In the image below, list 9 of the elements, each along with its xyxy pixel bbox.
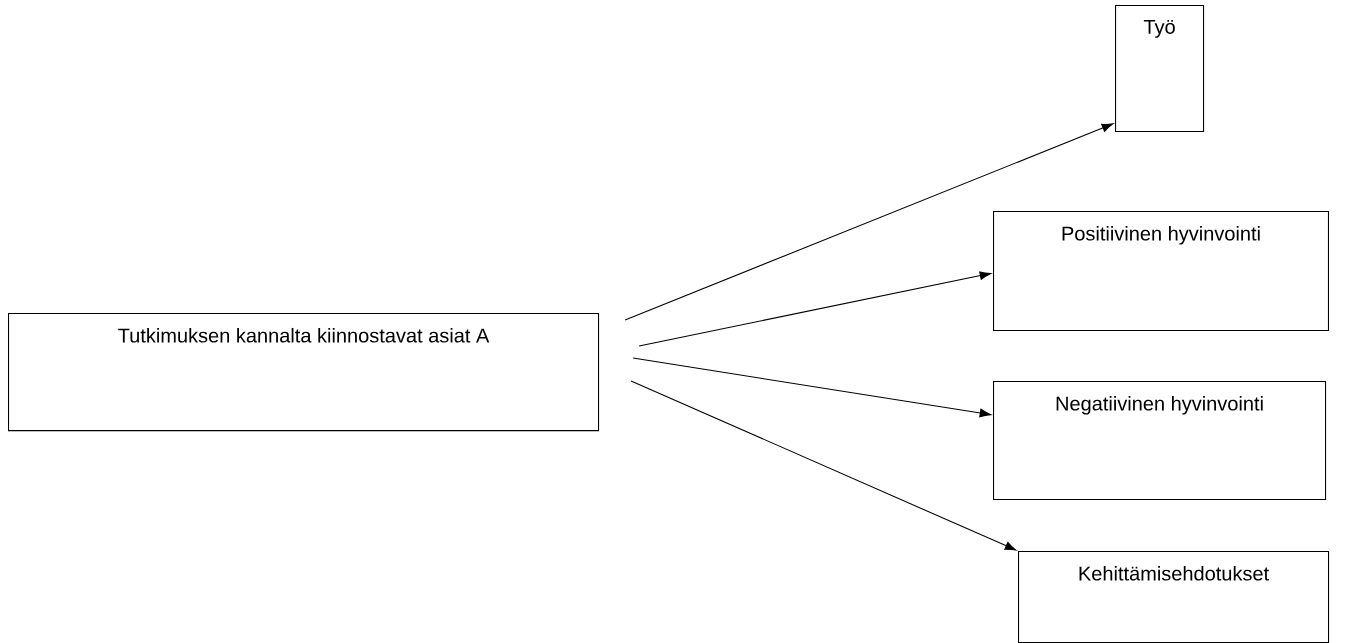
text-box: Positiivinen hyvinvointi [993, 211, 1329, 331]
arrow [624, 123, 1114, 321]
arrow [632, 357, 992, 418]
text-box: Negatiivinen hyvinvointi [993, 381, 1327, 501]
text-box: Tutkimuksen kannalta kiinnostavat asiat A [8, 313, 600, 432]
text-box: Työ [1115, 5, 1205, 133]
arrow [630, 380, 1017, 551]
text-box: Kehittämisehdotukset [1018, 551, 1330, 643]
arrow [638, 271, 992, 347]
